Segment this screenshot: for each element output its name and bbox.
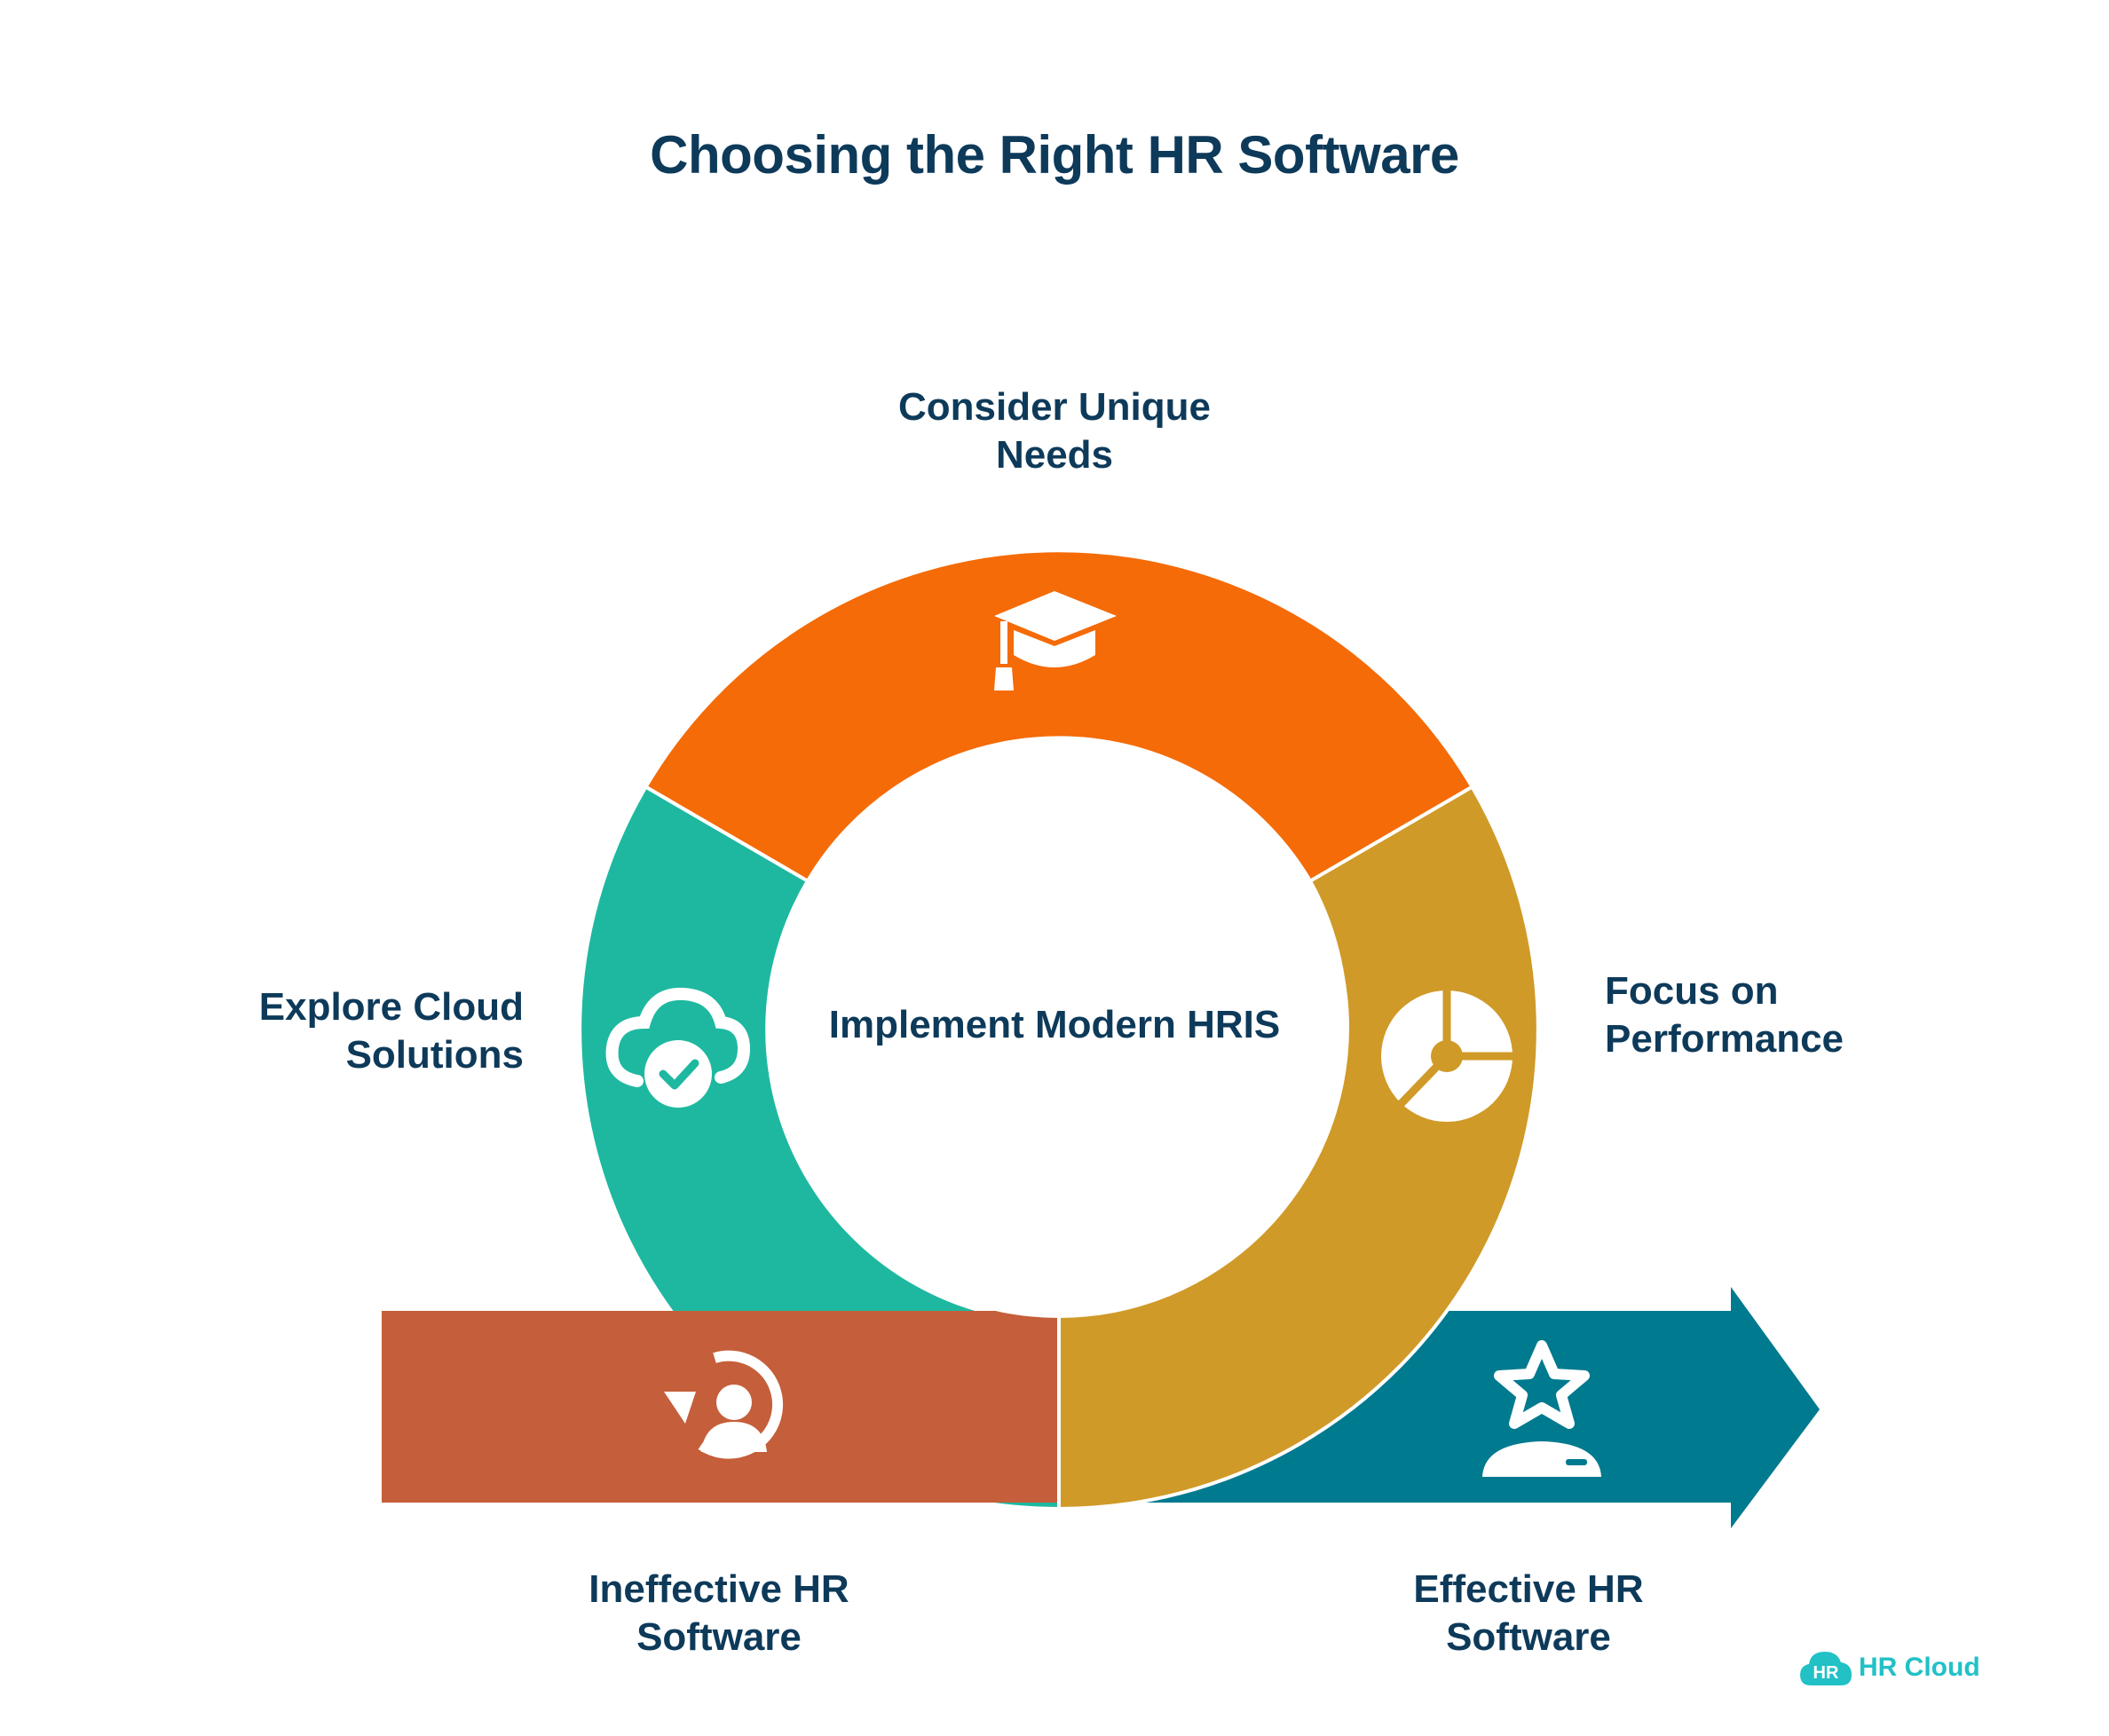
step-label-right: Focus on Performance <box>1605 967 1978 1063</box>
step-label-top-line1: Consider Unique <box>897 385 1212 429</box>
start-label-line1: Ineffective HR <box>588 1567 849 1611</box>
step-label-left: Explore Cloud Solutions <box>178 983 524 1079</box>
diagram-title: Choosing the Right HR Software <box>650 125 1459 185</box>
center-label: Implement Modern HRIS <box>828 1003 1281 1046</box>
hr-cloud-logo-icon: HR <box>1800 1652 1852 1685</box>
step-label-left-line1: Explore Cloud <box>258 985 524 1029</box>
end-label: Effective HR Software <box>1289 1566 1768 1661</box>
step-label-top-line2: Needs <box>995 433 1114 477</box>
end-label-line1: Effective HR <box>1413 1567 1644 1611</box>
graduation-cap-icon <box>994 591 1117 690</box>
center-circle <box>769 738 1349 1318</box>
user-refresh-icon <box>664 1350 784 1459</box>
cloud-check-icon <box>605 987 751 1108</box>
step-label-right-line1: Focus on <box>1605 969 1779 1013</box>
logo-badge-text: HR <box>1813 1663 1839 1683</box>
step-label-left-line2: Solutions <box>345 1033 524 1077</box>
step-label-top: Consider Unique Needs <box>788 383 1321 479</box>
star-user-icon <box>1482 1340 1601 1477</box>
end-label-line2: Software <box>1446 1615 1611 1659</box>
start-label-line2: Software <box>636 1615 802 1659</box>
pie-chart-icon <box>1381 982 1522 1122</box>
start-label: Ineffective HR Software <box>479 1566 959 1661</box>
logo-text: HR Cloud <box>1859 1653 1980 1682</box>
step-label-right-line2: Performance <box>1605 1017 1844 1061</box>
